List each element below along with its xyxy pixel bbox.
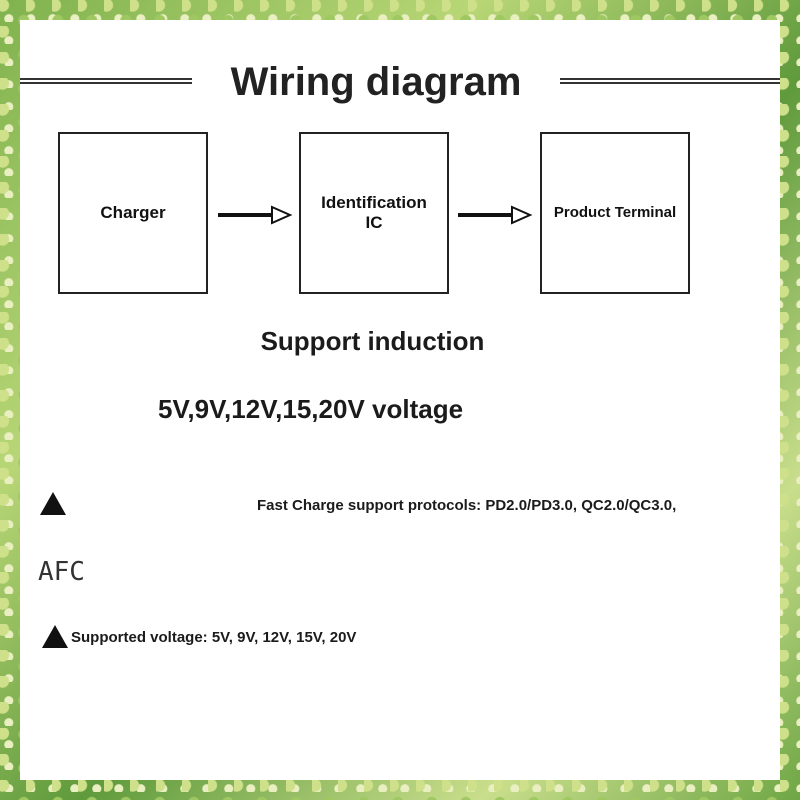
triangle-bullet-icon (42, 625, 68, 648)
protocols-note-continued: AFC (38, 557, 85, 587)
protocols-note: Fast Charge support protocols: PD2.0/PD3… (257, 497, 677, 514)
supported-voltage-note: Supported voltage: 5V, 9V, 12V, 15V, 20V (71, 629, 357, 646)
node-identification-ic-text: Identification IC (321, 193, 427, 233)
node-identification-ic: Identification IC (299, 132, 449, 294)
support-heading: Support induction (260, 326, 485, 356)
title-rule-right (560, 78, 780, 84)
hollow-arrow-icon (271, 205, 293, 225)
page-title: Wiring diagram (230, 60, 522, 104)
hollow-arrow-icon (511, 205, 533, 225)
node-identification-ic-line-1: Identification (321, 193, 427, 212)
support-voltages: 5V,9V,12V,15,20V voltage (158, 394, 464, 424)
node-charger: Charger (58, 132, 208, 294)
title-rule-left (20, 78, 192, 84)
arrow-charger-to-ic (218, 205, 293, 225)
diagram-panel: Wiring diagram Charger Identification IC… (20, 20, 780, 780)
arrow-ic-to-product (458, 205, 533, 225)
node-product-terminal: Product Terminal (540, 132, 690, 294)
node-product-terminal-label: Product Terminal (553, 204, 677, 221)
node-charger-label: Charger (100, 203, 166, 222)
triangle-bullet-icon (40, 492, 66, 515)
title-row: Wiring diagram (20, 62, 780, 112)
node-identification-ic-line-2: IC (365, 213, 383, 232)
